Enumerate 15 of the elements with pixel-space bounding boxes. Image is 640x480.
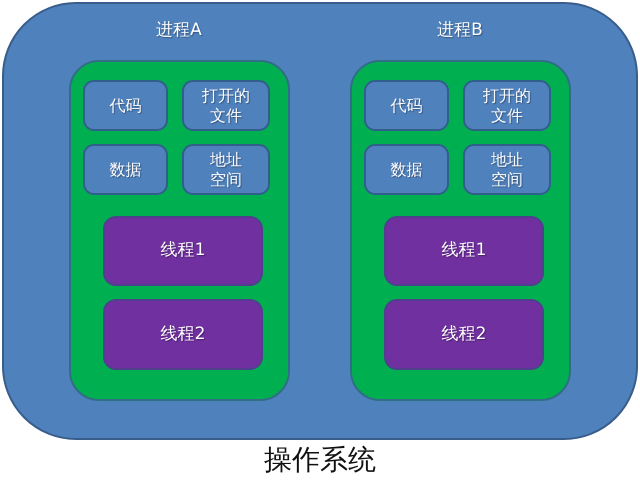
thread-box: 线程1: [384, 216, 544, 286]
thread-box: 线程2: [103, 299, 263, 370]
resource-box: 地址空间: [182, 144, 270, 195]
resource-box: 数据: [364, 144, 449, 195]
resource-box: 地址空间: [463, 144, 551, 195]
resource-box: 代码: [83, 80, 168, 131]
process-title: 进程A: [156, 20, 202, 40]
resource-box: 代码: [364, 80, 449, 131]
process-title: 进程B: [437, 20, 483, 40]
resource-box: 数据: [83, 144, 168, 195]
thread-box: 线程1: [103, 216, 263, 286]
resource-box: 打开的文件: [182, 80, 270, 131]
thread-box: 线程2: [384, 299, 544, 370]
os-title: 操作系统: [264, 443, 376, 476]
resource-box: 打开的文件: [463, 80, 551, 131]
